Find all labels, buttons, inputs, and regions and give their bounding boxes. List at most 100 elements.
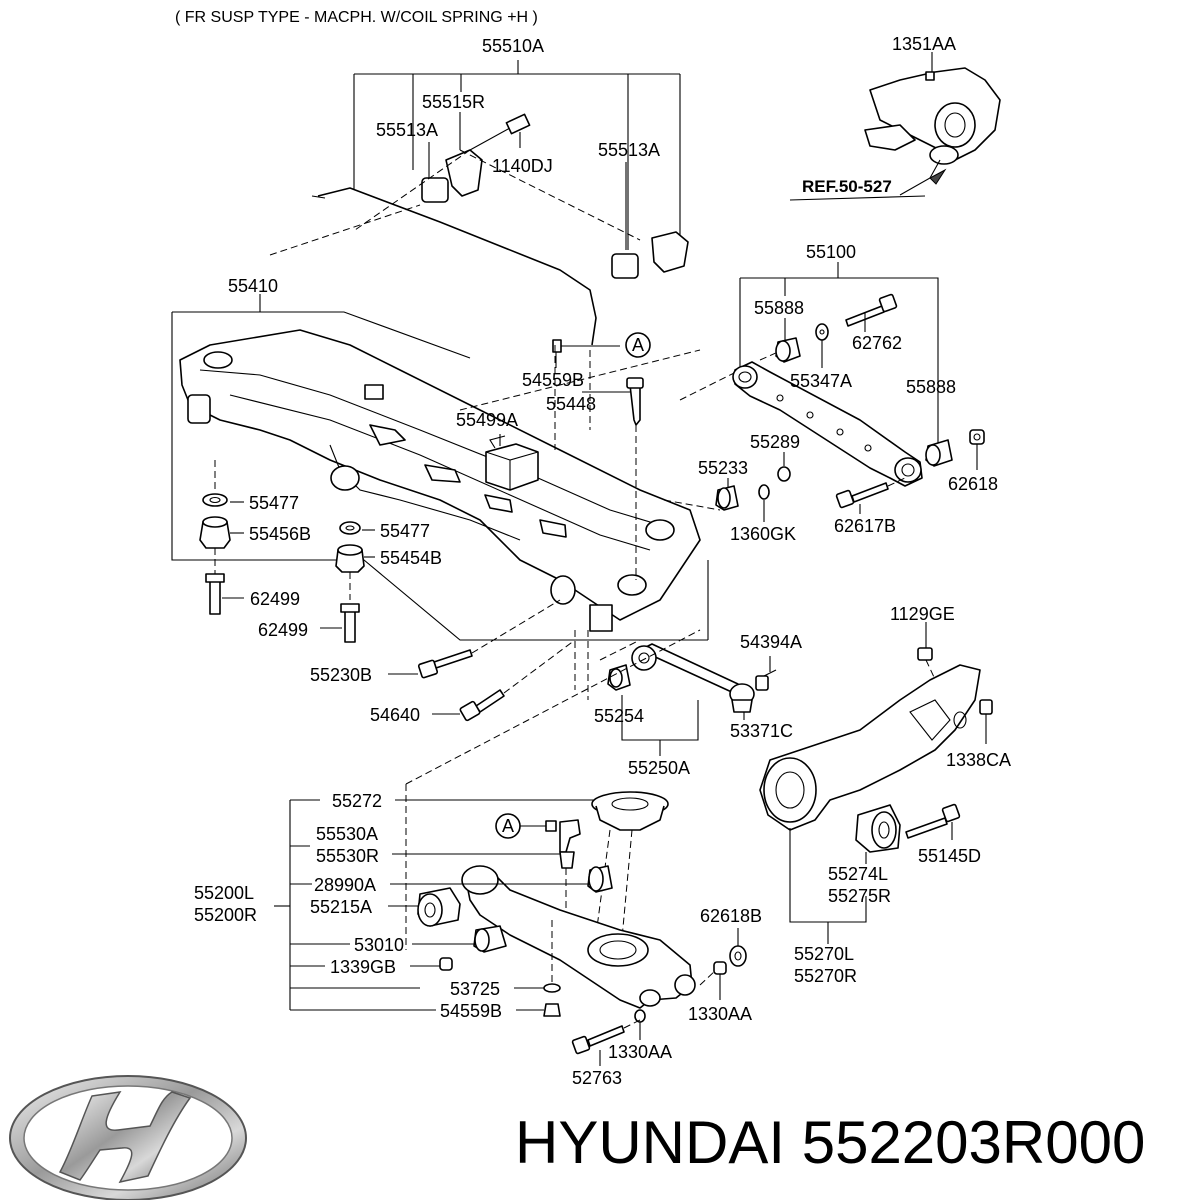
label-55250A: 55250A: [628, 758, 690, 778]
label-62618: 62618: [948, 474, 998, 494]
nut-54559B-bottom: [543, 1003, 561, 1017]
spring-pocket: [587, 933, 649, 967]
bracket-55230B: [589, 604, 613, 632]
washer-62618B: [729, 945, 747, 967]
label-1338CA: 1338CA: [946, 750, 1011, 770]
label-54559B: 54559B: [522, 370, 584, 390]
washer-53725: [543, 983, 561, 993]
bushing-55513A-right: [611, 253, 639, 279]
label-55275R: 55275R: [828, 886, 891, 906]
label-62762: 62762: [852, 333, 902, 353]
stabilizer-bar-group: A: [269, 60, 689, 358]
label-55888-right: 55888: [906, 377, 956, 397]
label-55270L: 55270L: [794, 944, 854, 964]
lower-arm-55200: [465, 869, 693, 1009]
callout-A-bottom: A: [502, 816, 514, 836]
label-55510A: 55510A: [482, 36, 544, 56]
label-55477-right: 55477: [380, 521, 430, 541]
label-55477-left: 55477: [249, 493, 299, 513]
label-54559B-bottom: 54559B: [440, 1001, 502, 1021]
bolt-62499-right: [344, 609, 356, 643]
label-55200R: 55200R: [194, 905, 257, 925]
label-55145D: 55145D: [918, 846, 981, 866]
crossmember-group: [171, 294, 741, 722]
bushing-55513A-left: [421, 177, 449, 203]
bolt-52763: [587, 1025, 625, 1047]
label-1330AA-right: 1330AA: [688, 1004, 752, 1024]
label-55515R: 55515R: [422, 92, 485, 112]
label-55513A: 55513A: [376, 120, 438, 140]
lateral-arm-group: [715, 262, 985, 511]
label-53725: 53725: [450, 979, 500, 999]
diagram-header: ( FR SUSP TYPE - MACPH. W/COIL SPRING +H…: [175, 9, 538, 26]
label-55200L: 55200L: [194, 883, 254, 903]
washer-1360GK: [758, 484, 770, 500]
bolt-62617B: [851, 482, 889, 503]
label-55230B: 55230B: [310, 665, 372, 685]
label-1140DJ: 1140DJ: [492, 156, 553, 176]
knuckle-group: [789, 52, 1001, 201]
label-55448: 55448: [546, 394, 596, 414]
nut-54559B-top: [552, 339, 562, 353]
label-1129GE: 1129GE: [890, 604, 955, 624]
label-53371C: 53371C: [730, 721, 793, 741]
bolt-55230B: [433, 649, 473, 669]
label-55347A: 55347A: [790, 371, 852, 391]
label-55513A-right: 55513A: [598, 140, 660, 160]
label-55454B: 55454B: [380, 548, 442, 568]
bracket-55515R: [445, 149, 483, 197]
label-55499A: 55499A: [456, 410, 518, 430]
label-52763: 52763: [572, 1068, 622, 1088]
label-55100: 55100: [806, 242, 856, 262]
label-55215A: 55215A: [310, 897, 372, 917]
bolt-1140DJ: [505, 113, 531, 135]
washer-55477-left: [202, 493, 228, 507]
stabilizer-link-55530A: [559, 819, 581, 853]
label-62499-right: 62499: [258, 620, 308, 640]
bolt-62499-left: [209, 579, 221, 615]
block-55499A: [485, 443, 539, 491]
bolt-54640: [475, 689, 505, 713]
nut-1339GB: [439, 957, 453, 971]
hyundai-logo: [9, 1075, 247, 1200]
label-55530R: 55530R: [316, 846, 379, 866]
washer-55477-right: [339, 521, 361, 535]
washer-55347A: [815, 323, 829, 341]
label-28990A: 28990A: [314, 875, 376, 895]
label-55410: 55410: [228, 276, 278, 296]
label-55254: 55254: [594, 706, 644, 726]
label-1339GB: 1339GB: [330, 957, 396, 977]
nut-55289: [777, 466, 791, 482]
callout-A-top: A: [632, 335, 644, 355]
label-1351AA: 1351AA: [892, 34, 956, 54]
label-62617B: 62617B: [834, 516, 896, 536]
label-62499-left: 62499: [250, 589, 300, 609]
callout-A-top-circle: [625, 332, 651, 358]
label-55289: 55289: [750, 432, 800, 452]
trailing-arm-group: [759, 622, 993, 923]
bolt-55145D: [905, 817, 948, 839]
label-55272: 55272: [332, 791, 382, 811]
label-55270R: 55270R: [794, 966, 857, 986]
brand-part-number: HYUNDAI 552203R000: [515, 1109, 1146, 1176]
label-55274L: 55274L: [828, 864, 888, 884]
label-55233: 55233: [698, 458, 748, 478]
nut-62618: [969, 429, 985, 445]
label-54394A: 54394A: [740, 632, 802, 652]
assist-link-group: [574, 630, 777, 741]
label-55456B: 55456B: [249, 524, 311, 544]
label-62618B: 62618B: [700, 906, 762, 926]
label-1330AA-bottom: 1330AA: [608, 1042, 672, 1062]
stabilizer-bar: [317, 187, 597, 346]
nut-1338CA: [979, 699, 993, 715]
nut-1330AA-right: [713, 961, 727, 975]
bolt-55448: [629, 384, 641, 426]
lateral-arm-55100: [734, 361, 923, 487]
label-54640: 54640: [370, 705, 420, 725]
label-1360GK: 1360GK: [730, 524, 796, 544]
label-55888-top: 55888: [754, 298, 804, 318]
bracket-55513A-right: [651, 231, 689, 273]
bolt-1129GE: [917, 647, 933, 661]
label-55530A: 55530A: [316, 824, 378, 844]
